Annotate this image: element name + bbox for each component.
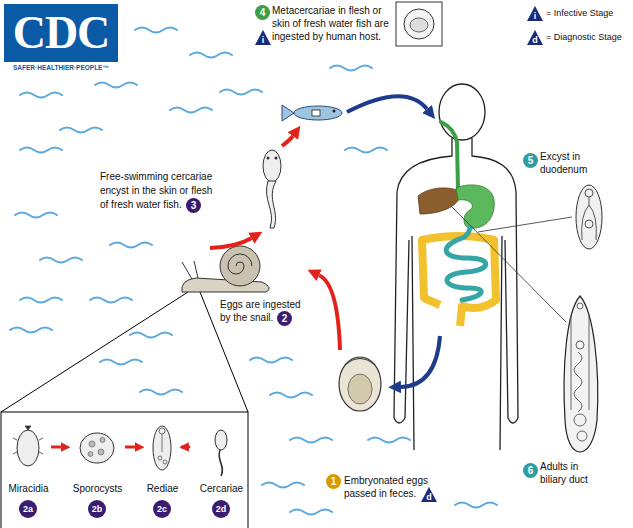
- adult-fluke: [564, 296, 598, 452]
- egg-operculum: [345, 359, 375, 366]
- stage-number: 6: [523, 463, 538, 478]
- life-cycle-arrow: [51, 445, 61, 448]
- stage-number: 2: [277, 311, 292, 326]
- life-cycle-arrow: [181, 445, 189, 448]
- cercaria-eyespots: [267, 157, 278, 160]
- metacercaria-cyst: [404, 9, 434, 39]
- stage-caption: Excyst in duodenum: [540, 150, 598, 176]
- life-stage: Free-swimming cercariae encyst in the sk…: [98, 146, 292, 232]
- stage-caption: Eggs are ingested by the snail.: [220, 298, 306, 324]
- stage-label: Cercariae: [198, 482, 245, 495]
- esophagus: [441, 122, 458, 190]
- stage-marker: d: [527, 30, 543, 45]
- stage-number: 2c: [153, 500, 171, 518]
- redia-detail: [158, 428, 167, 464]
- stage-label: Miracidia: [6, 482, 51, 495]
- life-stage: 6Adults in biliary duct: [522, 292, 608, 488]
- stage-marker: d: [421, 487, 437, 502]
- stomach: [456, 185, 494, 228]
- fish-body: [294, 106, 342, 120]
- stage-marker: i: [527, 6, 543, 21]
- leader-line: [452, 207, 572, 322]
- leader-line: [1, 292, 248, 412]
- legend-text: = Infective Stage: [546, 8, 613, 19]
- cercaria-tail: [266, 181, 276, 228]
- stage-number: 3: [186, 198, 201, 213]
- life-stage: 5Excyst in duodenum: [522, 148, 615, 256]
- substage-frame: [1, 412, 248, 528]
- metacercaria-inset: [396, 2, 442, 46]
- stage-label: Sporocysts: [70, 482, 125, 495]
- excysted-larva-detail: [582, 189, 597, 240]
- sporocyst: [80, 433, 114, 463]
- small-intestine: [446, 228, 486, 300]
- stage-number: 2a: [19, 500, 37, 518]
- redia: [153, 426, 171, 470]
- stage-number: 2b: [88, 500, 106, 518]
- snail-shell: [220, 246, 260, 286]
- logo-box: [4, 4, 118, 62]
- stage-caption: Metacercariae in flesh or skin of fresh …: [272, 4, 394, 43]
- life-cycle-arrow: [125, 445, 135, 448]
- logo-text: CDC: [4, 4, 118, 62]
- egg: [339, 357, 381, 411]
- stage-caption: Embryonated eggs passed in feces.: [344, 474, 438, 500]
- life-stage: Cercariae 2d: [198, 416, 245, 520]
- small-cercaria: [215, 430, 227, 450]
- fish-tail: [282, 105, 294, 121]
- life-cycle-arrow: [282, 136, 293, 146]
- miracidium: [17, 430, 39, 466]
- life-stage: Eggs are ingested by the snail.2: [168, 248, 308, 330]
- miracidium-detail: [13, 426, 43, 454]
- logo-tagline: SAFER·HEALTHIER·PEOPLE™: [4, 64, 118, 72]
- stage-number: 1: [326, 474, 341, 489]
- water-waves: [10, 28, 497, 515]
- metacercaria-larva: [410, 18, 428, 32]
- snail-detail: [182, 254, 252, 279]
- fish-cyst-mark: [312, 110, 320, 116]
- excretion-arrow: [401, 336, 440, 387]
- life-stage: Sporocysts 2b: [70, 416, 125, 520]
- legend-text: = Diagnostic Stage: [546, 32, 622, 43]
- life-stage: Rediae 2c: [144, 416, 181, 520]
- excysted-larva: [576, 185, 602, 249]
- large-intestine: [422, 236, 496, 326]
- life-stage: Miracidia 2a: [6, 416, 51, 520]
- stage-label: Rediae: [144, 482, 181, 495]
- life-stage: 1Embryonated eggs passed in feces.d: [318, 350, 450, 505]
- stage-caption: Adults in biliary duct: [540, 460, 596, 486]
- fish-eye: [333, 110, 336, 113]
- life-cycle-arrow: [210, 238, 251, 248]
- stage-number: 2d: [212, 500, 230, 518]
- life-stage: 4Metacercariae in flesh or skin of fresh…: [254, 2, 445, 126]
- cercaria-body: [263, 150, 281, 182]
- human-head: [439, 84, 485, 140]
- small-cercaria-tail: [219, 450, 222, 476]
- life-cycle-arrow: [319, 275, 340, 350]
- stage-number: 4: [255, 5, 270, 20]
- stage-marker: i: [255, 30, 271, 45]
- sporocyst-detail: [88, 438, 105, 457]
- ingestion-arrow: [347, 96, 427, 112]
- stage-number: 5: [523, 153, 538, 168]
- liver: [418, 188, 460, 214]
- egg-miracidium: [348, 374, 372, 404]
- adult-fluke-detail: [571, 303, 589, 441]
